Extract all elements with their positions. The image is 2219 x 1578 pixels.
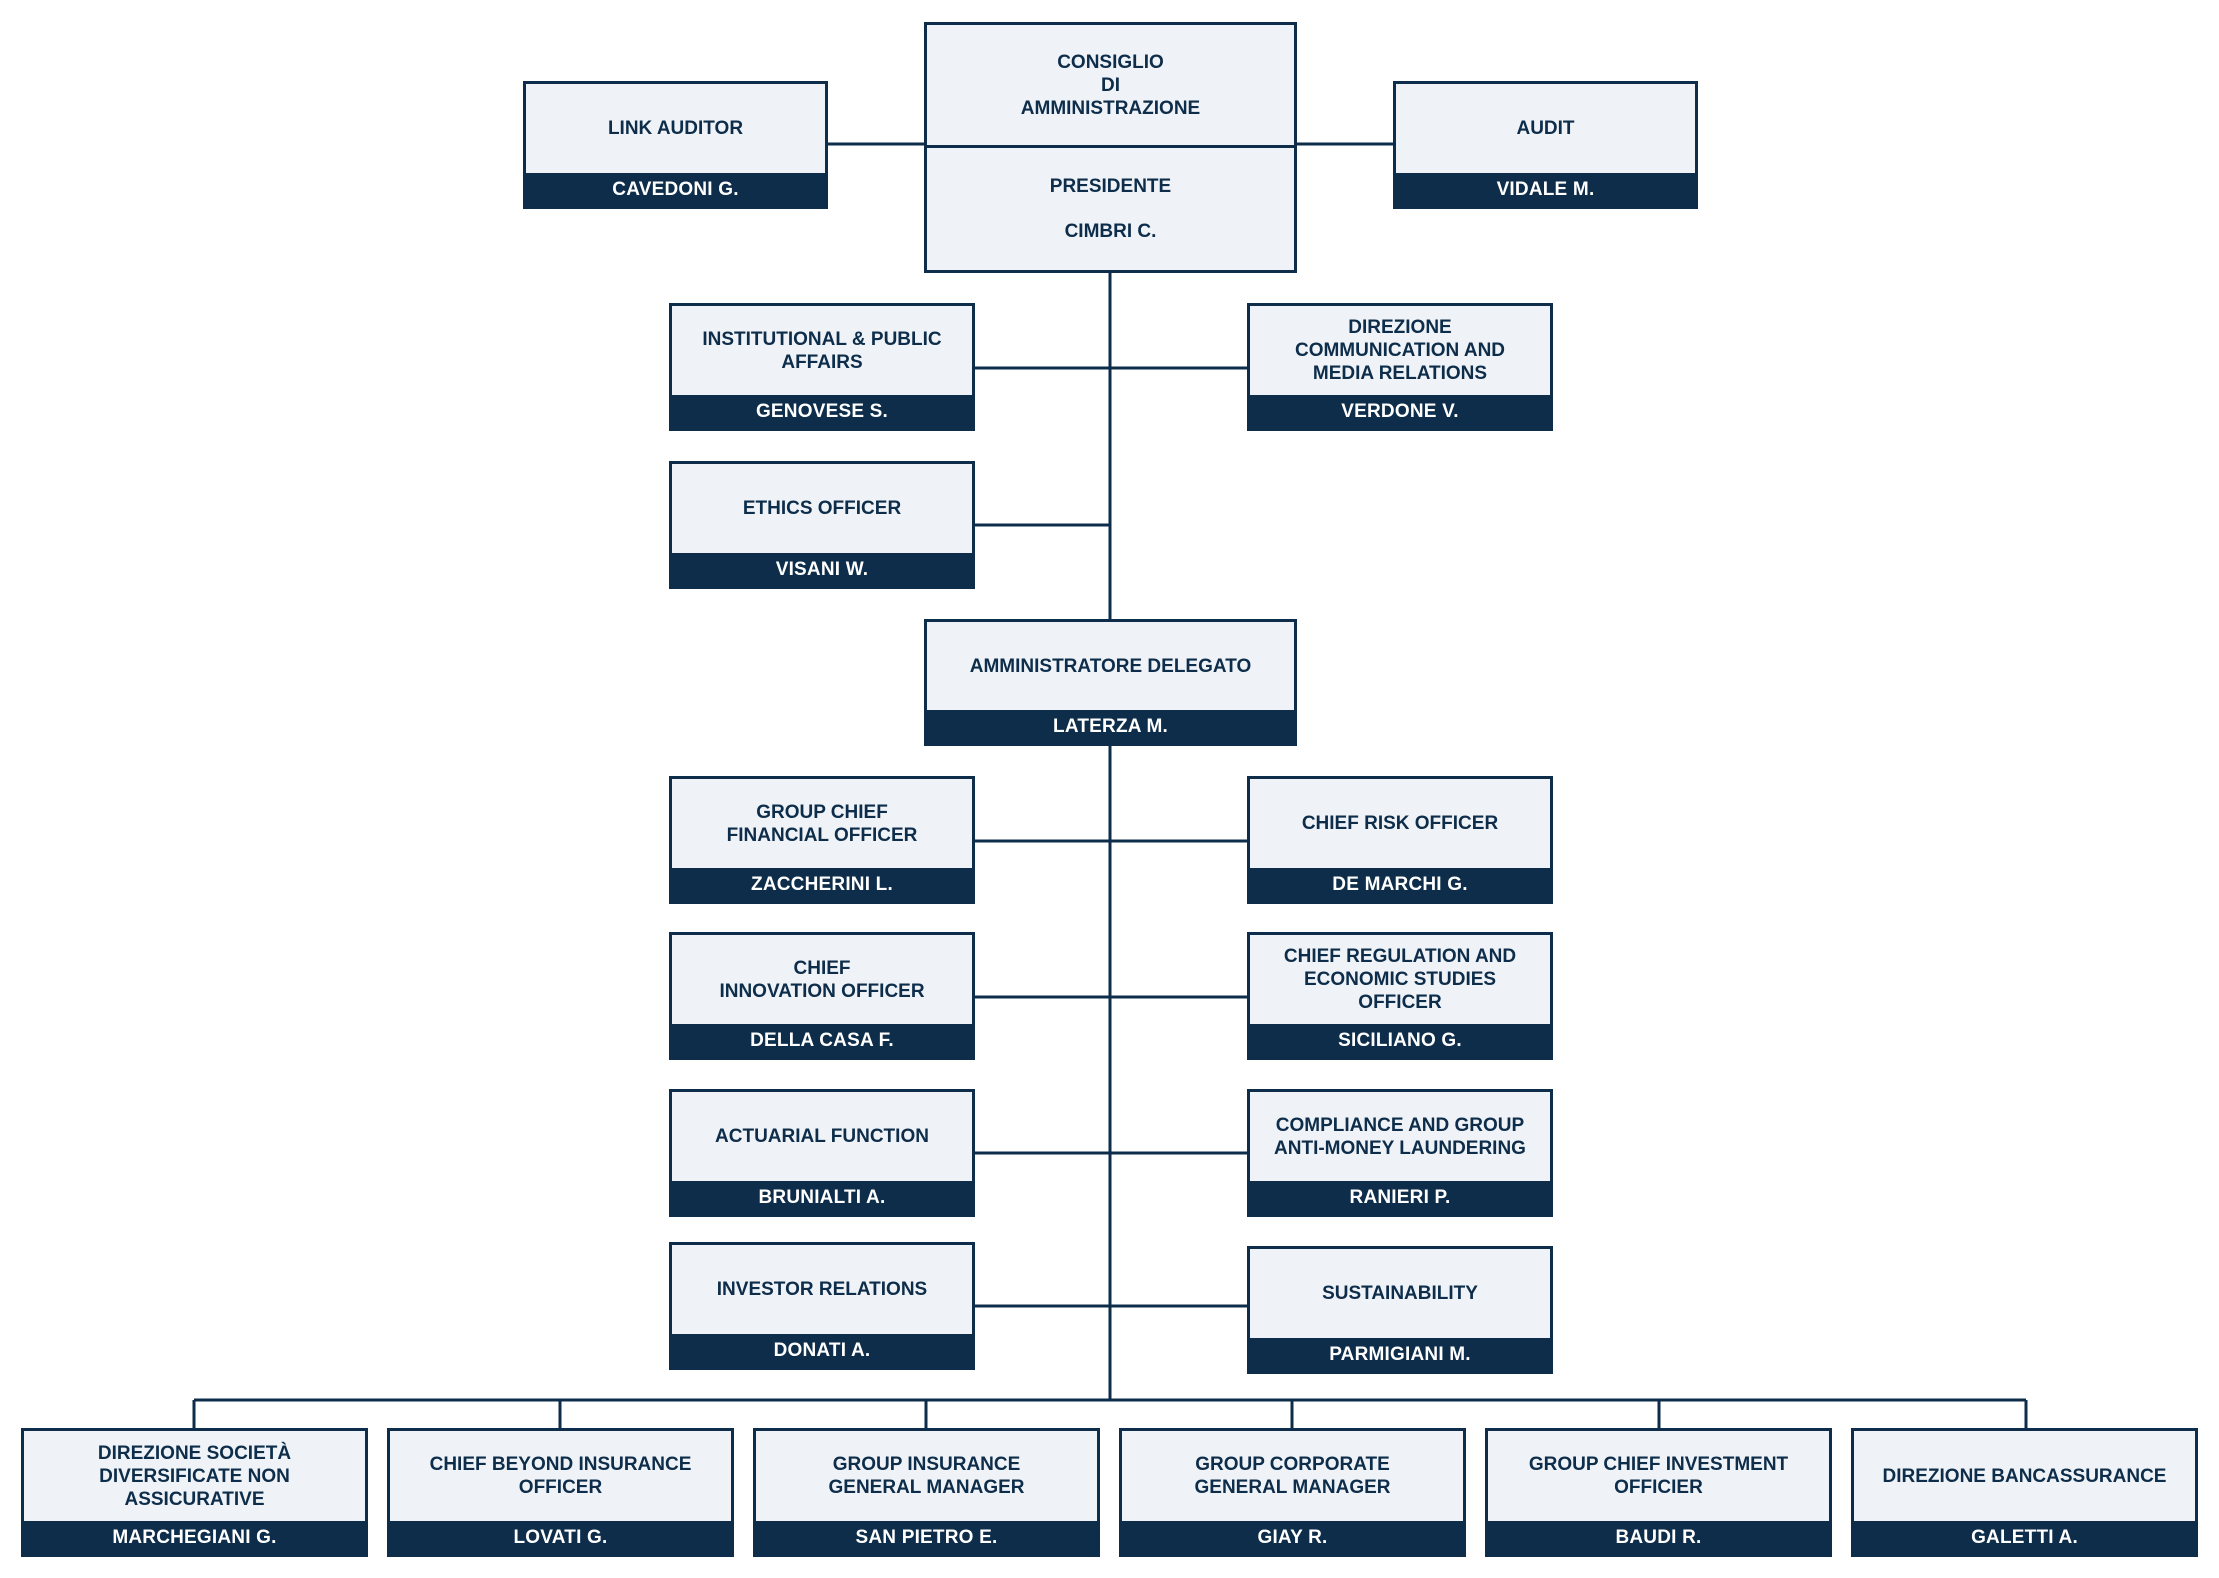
role-label: AUDIT — [1516, 118, 1575, 139]
box-link-auditor: LINK AUDITOR CAVEDONI G. — [523, 81, 828, 209]
box-sustainability: SUSTAINABILITY PARMIGIANI M. — [1247, 1246, 1553, 1374]
person-name: SAN PIETRO E. — [756, 1521, 1097, 1554]
role-label: DIREZIONE SOCIETÀ DIVERSIFICATE NON ASSI… — [97, 1442, 292, 1510]
box-group-cfo: GROUP CHIEF FINANCIAL OFFICER ZACCHERINI… — [669, 776, 975, 904]
role-label: GROUP CHIEF FINANCIAL OFFICER — [726, 801, 918, 846]
role-label: CHIEF REGULATION AND ECONOMIC STUDIES OF… — [1283, 946, 1517, 1013]
person-name: GIAY R. — [1122, 1521, 1463, 1554]
box-direzione-bancassurance: DIREZIONE BANCASSURANCE GALETTI A. — [1851, 1428, 2198, 1557]
person-name: BAUDI R. — [1488, 1521, 1829, 1554]
person-name: BRUNIALTI A. — [672, 1181, 972, 1214]
box-audit: AUDIT VIDALE M. — [1393, 81, 1698, 209]
role-label: LINK AUDITOR — [607, 118, 744, 139]
box-group-corporate-gm: GROUP CORPORATE GENERAL MANAGER GIAY R. — [1119, 1428, 1466, 1557]
person-name: VERDONE V. — [1250, 395, 1550, 428]
role-label: AMMINISTRATORE DELEGATO — [969, 655, 1252, 677]
box-group-chief-investment: GROUP CHIEF INVESTMENT OFFICIER BAUDI R. — [1485, 1428, 1832, 1557]
box-chief-innovation-officer: CHIEF INNOVATION OFFICER DELLA CASA F. — [669, 932, 975, 1060]
box-institutional-public-affairs: INSTITUTIONAL & PUBLIC AFFAIRS GENOVESE … — [669, 303, 975, 431]
role-label: SUSTAINABILITY — [1322, 1283, 1478, 1304]
person-name: LOVATI G. — [390, 1521, 731, 1554]
person-name: DE MARCHI G. — [1250, 868, 1550, 901]
role-label: DIREZIONE BANCASSURANCE — [1882, 1465, 2167, 1487]
person-name: ZACCHERINI L. — [672, 868, 972, 901]
role-label: GROUP CHIEF INVESTMENT OFFICIER — [1528, 1454, 1789, 1498]
box-actuarial-function: ACTUARIAL FUNCTION BRUNIALTI A. — [669, 1089, 975, 1217]
box-compliance-aml: COMPLIANCE AND GROUP ANTI-MONEY LAUNDERI… — [1247, 1089, 1553, 1217]
president-name: CIMBRI C. — [1064, 221, 1157, 242]
person-name: LATERZA M. — [927, 710, 1294, 743]
role-label: CHIEF BEYOND INSURANCE OFFICER — [429, 1454, 692, 1498]
box-communication-media-relations: DIREZIONE COMMUNICATION AND MEDIA RELATI… — [1247, 303, 1553, 431]
box-direzione-societa-diversificate: DIREZIONE SOCIETÀ DIVERSIFICATE NON ASSI… — [21, 1428, 368, 1557]
president-role: PRESIDENTE — [1049, 176, 1172, 197]
role-label: INVESTOR RELATIONS — [716, 1279, 928, 1300]
box-group-insurance-gm: GROUP INSURANCE GENERAL MANAGER SAN PIET… — [753, 1428, 1100, 1557]
person-name: DONATI A. — [672, 1334, 972, 1367]
person-name: MARCHEGIANI G. — [24, 1521, 365, 1554]
role-label: ACTUARIAL FUNCTION — [715, 1126, 929, 1147]
board-president-box: CONSIGLIO DI AMMINISTRAZIONE PRESIDENTE … — [924, 22, 1297, 273]
person-name: GALETTI A. — [1854, 1521, 2195, 1554]
box-amministratore-delegato: AMMINISTRATORE DELEGATO LATERZA M. — [924, 619, 1297, 746]
person-name: VISANI W. — [672, 553, 972, 586]
box-chief-risk-officer: CHIEF RISK OFFICER DE MARCHI G. — [1247, 776, 1553, 904]
person-name: VIDALE M. — [1396, 173, 1695, 206]
role-label: GROUP CORPORATE GENERAL MANAGER — [1194, 1454, 1391, 1498]
person-name: DELLA CASA F. — [672, 1024, 972, 1057]
person-name: PARMIGIANI M. — [1250, 1338, 1550, 1371]
box-investor-relations: INVESTOR RELATIONS DONATI A. — [669, 1242, 975, 1370]
role-label: COMPLIANCE AND GROUP ANTI-MONEY LAUNDERI… — [1274, 1114, 1526, 1159]
role-label: CHIEF RISK OFFICER — [1301, 813, 1499, 834]
person-name: RANIERI P. — [1250, 1181, 1550, 1214]
role-label: CHIEF INNOVATION OFFICER — [719, 957, 925, 1002]
person-name: CAVEDONI G. — [526, 173, 825, 206]
role-label: ETHICS OFFICER — [742, 498, 902, 519]
box-chief-beyond-insurance: CHIEF BEYOND INSURANCE OFFICER LOVATI G. — [387, 1428, 734, 1557]
box-chief-regulation-officer: CHIEF REGULATION AND ECONOMIC STUDIES OF… — [1247, 932, 1553, 1060]
board-title: CONSIGLIO DI AMMINISTRAZIONE — [927, 25, 1294, 148]
president-block: PRESIDENTE CIMBRI C. — [927, 148, 1294, 270]
role-label: GROUP INSURANCE GENERAL MANAGER — [828, 1454, 1025, 1498]
role-label: INSTITUTIONAL & PUBLIC AFFAIRS — [702, 328, 942, 373]
role-label: DIREZIONE COMMUNICATION AND MEDIA RELATI… — [1294, 317, 1506, 384]
person-name: SICILIANO G. — [1250, 1024, 1550, 1057]
person-name: GENOVESE S. — [672, 395, 972, 428]
box-ethics-officer: ETHICS OFFICER VISANI W. — [669, 461, 975, 589]
